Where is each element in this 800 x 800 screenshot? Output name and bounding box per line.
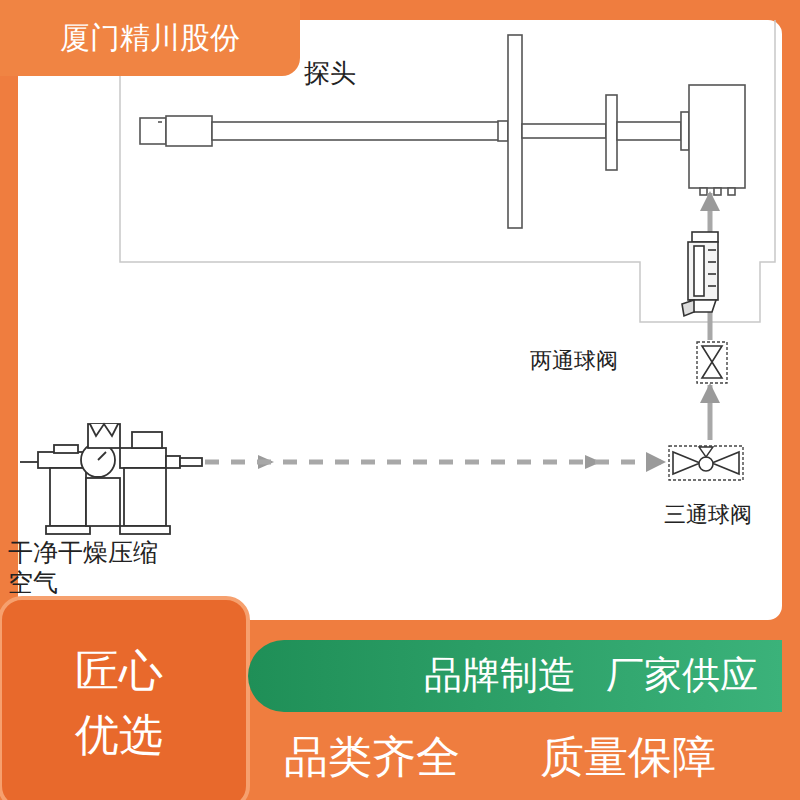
- node-label: 两通球阀: [530, 348, 618, 374]
- node-label: 厂家供应: [606, 653, 758, 699]
- white-panel: [18, 20, 782, 620]
- node-label: 探头: [304, 58, 356, 89]
- air-filter-regulator: [20, 424, 202, 534]
- probe-box: 探头: [300, 56, 750, 193]
- badge-panel: [0, 598, 248, 800]
- compressed-air-source: 干净干燥压缩空气: [8, 420, 205, 600]
- node-label: 品牌制造: [424, 653, 576, 699]
- two-way-valve-symbol: [696, 340, 728, 385]
- node-label: 匠心 优选: [75, 639, 175, 767]
- badge-box: 匠心 优选: [20, 615, 230, 790]
- three-way-ball-valve: 三通球阀: [664, 440, 764, 532]
- flowmeter: [682, 232, 718, 316]
- node-label: 干净干燥压缩空气: [8, 538, 168, 598]
- pipe-connector: [708, 385, 713, 440]
- node-label: 三通球阀: [664, 502, 752, 528]
- node-label: 厦门精川股份: [60, 20, 240, 56]
- pipe-connector: [205, 460, 664, 465]
- two-way-ball-valve: 两通球阀: [528, 340, 728, 385]
- three-way-valve-symbol: [668, 444, 746, 484]
- brand-banner: 厦门精川股份: [0, 0, 300, 76]
- slogan-band: 品牌制造厂家供应: [248, 640, 782, 712]
- slogan-text: 质量保障: [540, 728, 716, 787]
- slogan-text: 品类齐全: [284, 728, 460, 787]
